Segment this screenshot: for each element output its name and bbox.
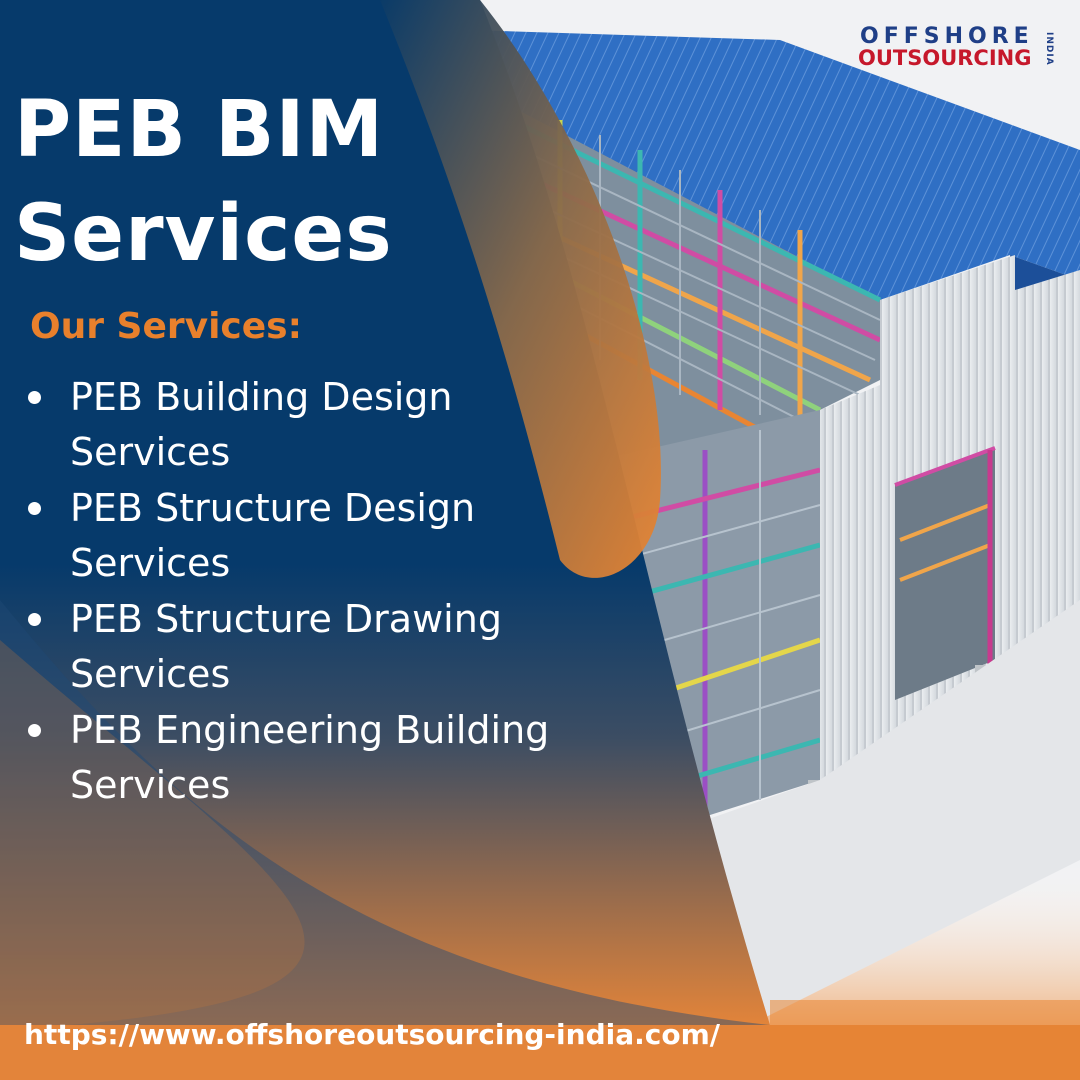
service-label-cont: Services bbox=[70, 541, 231, 585]
website-url[interactable]: https://www.offshoreoutsourcing-india.co… bbox=[24, 1018, 720, 1051]
bullet-icon bbox=[28, 391, 41, 404]
logo-tag: INDIA bbox=[1044, 32, 1054, 66]
page-title: PEB BIM Services bbox=[14, 78, 393, 286]
service-label: PEB Engineering Building bbox=[70, 708, 550, 752]
bullet-icon bbox=[28, 724, 41, 737]
title-line1: PEB BIM bbox=[14, 85, 385, 175]
navy-panel bbox=[0, 0, 770, 1025]
list-item: PEB Engineering Building Services bbox=[28, 703, 628, 813]
logo-line2: OUTSOURCING bbox=[858, 46, 1032, 70]
services-list: PEB Building Design Services PEB Structu… bbox=[28, 370, 628, 814]
title-line2: Services bbox=[14, 189, 393, 279]
service-label-cont: Services bbox=[70, 763, 231, 807]
offshore-outsourcing-logo: OFFSHORE OUTSOURCING INDIA bbox=[858, 24, 1064, 72]
orange-accent-band bbox=[380, 0, 661, 578]
bullet-icon bbox=[28, 502, 41, 515]
logo-line1: OFFSHORE bbox=[860, 24, 1034, 49]
list-item: PEB Building Design Services bbox=[28, 370, 628, 480]
service-label: PEB Structure Design bbox=[70, 486, 476, 530]
service-label: PEB Structure Drawing bbox=[70, 597, 502, 641]
list-item: PEB Structure Drawing Services bbox=[28, 592, 628, 702]
service-label-cont: Services bbox=[70, 652, 231, 696]
bullet-icon bbox=[28, 613, 41, 626]
list-item: PEB Structure Design Services bbox=[28, 481, 628, 591]
service-label: PEB Building Design bbox=[70, 375, 453, 419]
services-heading: Our Services: bbox=[30, 306, 303, 347]
service-label-cont: Services bbox=[70, 430, 231, 474]
